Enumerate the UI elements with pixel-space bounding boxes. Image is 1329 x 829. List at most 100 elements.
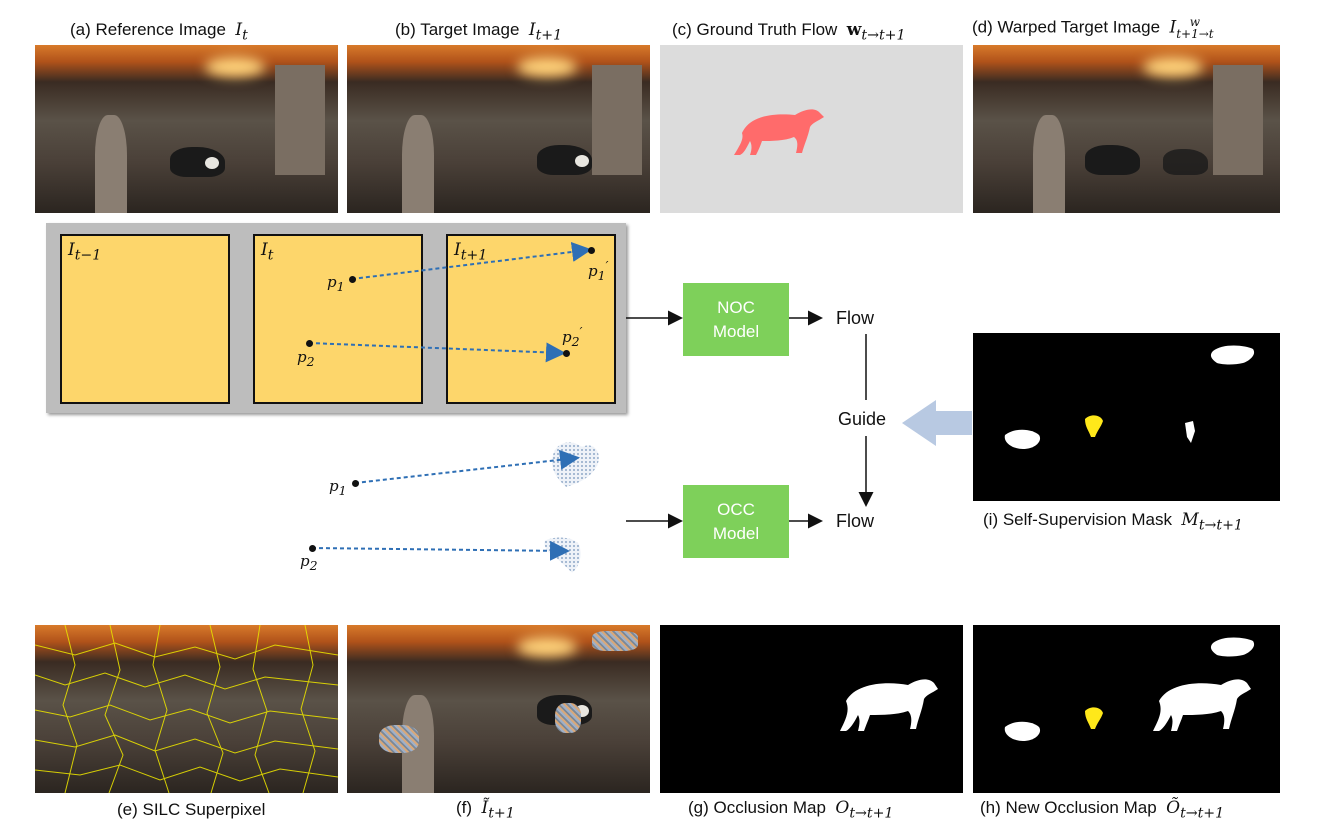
caption-d-text: (d) Warped Target Image: [972, 17, 1161, 37]
flow-label-bottom: Flow: [836, 511, 875, 531]
arrow-p2-top: [308, 342, 566, 363]
ground-truth-flow: [660, 45, 963, 213]
caption-i: (i) Self-Supervision Mask Mt→t+1: [983, 510, 1243, 533]
occ-model-line2: Model: [712, 523, 760, 543]
frame-label: It: [261, 240, 273, 263]
caption-b-sub: t+1: [535, 27, 563, 44]
pt-main: p: [329, 477, 339, 495]
pt-sub: 2: [571, 334, 580, 349]
point-p2-top: [306, 340, 313, 347]
frame-label-main: I: [68, 240, 75, 260]
caption-d-math: I: [1169, 17, 1177, 38]
point-p1-top: [349, 276, 356, 283]
synthesized-target-image: [347, 625, 650, 793]
caption-g-math: O: [835, 798, 850, 818]
point-p1-bottom: [352, 480, 359, 487]
caption-b-text: (b) Target Image: [395, 20, 520, 39]
reference-image: [35, 45, 338, 213]
caption-g: (g) Occlusion Map Ot→t+1: [688, 798, 893, 821]
caption-a: (a) Reference Image It: [70, 20, 248, 43]
caption-c: (c) Ground Truth Flow wt→t+1: [672, 20, 906, 43]
caption-a-sub: t: [242, 27, 248, 44]
caption-f-math: Ĩ: [481, 798, 489, 818]
frame-label-main: I: [261, 240, 268, 260]
frame-label-main: I: [454, 240, 461, 260]
caption-a-math: I: [235, 20, 243, 40]
caption-d-sup: w: [1189, 15, 1201, 29]
caption-h-sub: t→t+1: [1180, 805, 1225, 822]
frame-label: It−1: [68, 240, 101, 263]
caption-b: (b) Target Image It+1: [395, 20, 562, 43]
label-p1-top: p1: [327, 273, 345, 294]
arrow-p1-top: [351, 242, 592, 280]
pt-sub: 1: [597, 268, 606, 283]
caption-f-sub: t+1: [488, 805, 515, 822]
silc-superpixel-image: [35, 625, 338, 793]
arrow-p2-bottom: [311, 540, 570, 561]
occlusion-patch-1: [550, 440, 601, 490]
frame-label-sub: t: [267, 247, 274, 264]
guide-label: Guide: [838, 409, 887, 429]
caption-e: (e) SILC Superpixel: [117, 800, 265, 820]
occlusion-patch-2: [542, 535, 583, 576]
caption-h: (h) New Occlusion Map Õt→t+1: [980, 798, 1224, 821]
point-p1-prime-top: [588, 247, 595, 254]
caption-c-sub: t→t+1: [861, 27, 906, 44]
label-p1-bottom: p1: [329, 477, 347, 498]
pt-sub: 1: [338, 483, 347, 498]
new-occlusion-shapes: [1004, 637, 1255, 741]
mask-shapes: [1004, 345, 1255, 449]
label-p2-prime-top: p2′: [562, 324, 582, 349]
frame-label-sub: t+1: [460, 247, 488, 264]
caption-c-text: (c) Ground Truth Flow: [672, 20, 838, 39]
frame-t-minus-1-top: It−1: [60, 234, 230, 404]
occ-model-line1: OCC: [717, 499, 755, 519]
caption-d-sub: t+1→t: [1176, 27, 1214, 41]
noc-model-box: NOC Model: [683, 283, 789, 356]
pt-main: p: [327, 273, 337, 291]
flow-label-top: Flow: [836, 308, 875, 328]
caption-h-text: (h) New Occlusion Map: [980, 798, 1157, 817]
target-image: [347, 45, 650, 213]
caption-i-text: (i) Self-Supervision Mask: [983, 510, 1172, 529]
caption-g-sub: t→t+1: [849, 805, 894, 822]
point-p2-prime-top: [563, 350, 570, 357]
pt-sub: 2: [306, 354, 315, 369]
caption-g-text: (g) Occlusion Map: [688, 798, 826, 817]
caption-b-math: I: [528, 20, 536, 40]
pt-sub: 1: [336, 279, 345, 294]
pt-main: p: [588, 262, 598, 280]
caption-e-text: (e) SILC Superpixel: [117, 800, 266, 819]
point-p2-bottom: [309, 545, 316, 552]
new-occlusion-map: [973, 625, 1280, 793]
label-p2-bottom: p2: [300, 552, 318, 573]
pt-mark: ′: [605, 258, 609, 273]
warped-target-image: [973, 45, 1280, 213]
pt-mark: ′: [579, 324, 583, 339]
flow-silhouette: [734, 109, 824, 155]
frame-label-sub: t−1: [74, 247, 102, 264]
occlusion-map: [660, 625, 963, 793]
caption-a-text: (a) Reference Image: [70, 20, 226, 39]
pt-sub: 2: [309, 558, 318, 573]
label-p1-prime-top: p1′: [588, 258, 608, 283]
caption-c-math: w: [846, 20, 862, 40]
noc-model-line1: NOC: [717, 297, 755, 317]
occlusion-silhouette: [840, 679, 938, 731]
frame-label: It+1: [454, 240, 487, 263]
pt-main: p: [297, 348, 307, 366]
self-supervision-mask: [973, 333, 1280, 501]
caption-f: (f) Ĩt+1: [456, 798, 515, 821]
caption-h-math: Õ: [1166, 798, 1181, 818]
frame-t-top: It: [253, 234, 423, 404]
occ-model-box: OCC Model: [683, 485, 789, 558]
caption-i-math: M: [1181, 510, 1199, 530]
superpixel-boundaries: [35, 625, 338, 793]
pt-main: p: [562, 328, 572, 346]
frame-t-plus-1-top: It+1: [446, 234, 616, 404]
caption-i-sub: t→t+1: [1198, 517, 1243, 534]
caption-f-text: (f): [456, 798, 473, 817]
guide-arrow: [902, 400, 972, 446]
